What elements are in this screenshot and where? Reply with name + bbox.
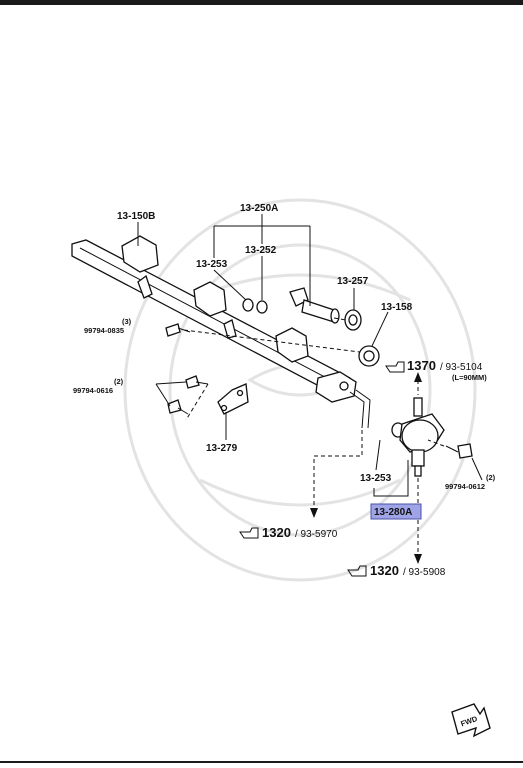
bolt-top-pn: 99794-0835 — [84, 326, 124, 335]
bolt-right-qty: (2) — [486, 473, 496, 482]
mounting-bracket — [217, 383, 249, 415]
bolt-mid-pn: 99794-0616 — [73, 386, 113, 395]
bolt-right — [445, 443, 473, 459]
forward-arrow-icon: FWD — [451, 703, 491, 738]
ref3-number[interactable]: 1320 — [370, 563, 399, 578]
bolt-top — [165, 323, 191, 337]
callout-damper: 13-158 — [381, 302, 413, 313]
arrow-down-left — [310, 508, 318, 518]
arrow-down-right — [414, 554, 422, 564]
callout-regulator: 13-280A — [374, 507, 412, 518]
ref2-number[interactable]: 1320 — [262, 525, 291, 540]
top-rule — [0, 0, 523, 5]
o-ring-right — [256, 300, 268, 314]
ref3-page[interactable]: / 93-5908 — [403, 567, 446, 578]
bolt-mid-qty: (2) — [114, 377, 124, 386]
ref2-page[interactable]: / 93-5970 — [295, 529, 338, 540]
watermark-emblem — [123, 198, 477, 582]
fuel-rail — [71, 235, 371, 429]
pointing-hand-icon — [385, 361, 405, 373]
bolt-right-pn: 99794-0612 — [445, 482, 485, 491]
ref1-note: (L=90MM) — [452, 373, 487, 382]
ref1-number[interactable]: 1370 — [407, 358, 436, 373]
o-ring-left — [242, 298, 254, 312]
insulator — [344, 309, 362, 331]
highlight-regulator-label — [370, 503, 422, 520]
bolt-mid-2 — [167, 399, 189, 415]
callout-bracket: 13-279 — [206, 443, 238, 454]
pulsation-damper — [358, 345, 380, 367]
callout-oring-left: 13-253 — [196, 259, 228, 270]
arrow-up-right — [414, 372, 422, 382]
fuel-injector — [289, 287, 340, 324]
pointing-hand-icon — [347, 565, 367, 577]
leader-lines — [137, 214, 483, 497]
bottom-rule — [0, 761, 523, 763]
callout-regulator-oring: 13-253 — [360, 473, 392, 484]
bolt-top-qty: (3) — [122, 317, 132, 326]
callout-injector-group: 13-250A — [240, 203, 278, 214]
pressure-regulator — [391, 397, 445, 477]
callout-rail: 13-150B — [117, 211, 155, 222]
ref1-page[interactable]: / 93-5104 — [440, 362, 483, 373]
callout-oring-right: 13-252 — [245, 245, 277, 256]
bolt-mid-1 — [185, 375, 209, 389]
callout-insulator: 13-257 — [337, 276, 369, 287]
pointing-hand-icon — [239, 527, 259, 539]
